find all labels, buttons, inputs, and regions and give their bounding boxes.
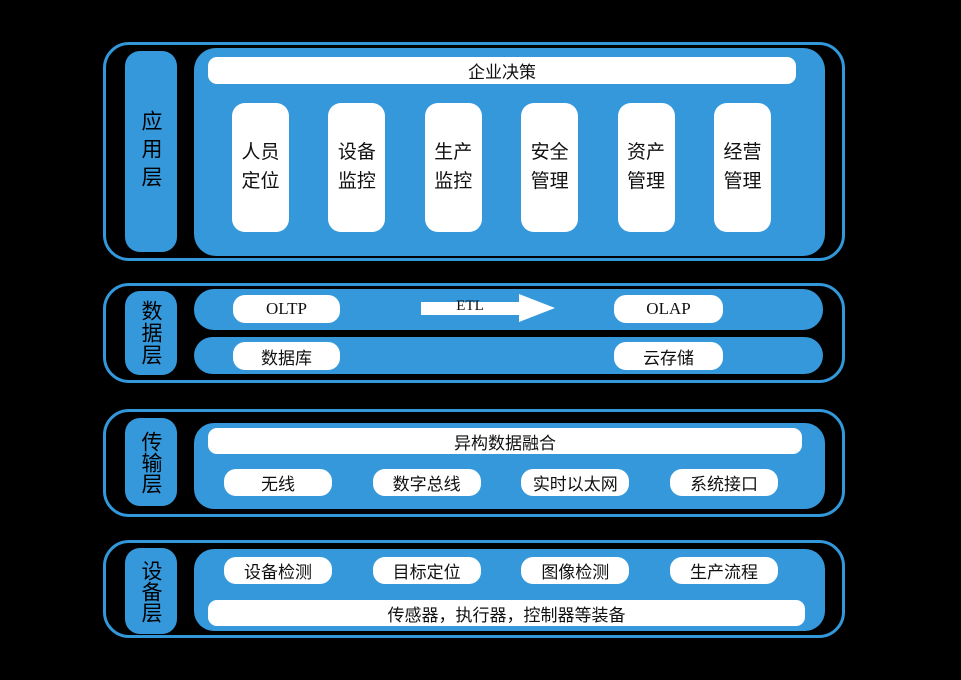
data-layer-row1: OLTP ETL OLAP xyxy=(194,289,823,330)
module-realtime-ethernet: 实时以太网 xyxy=(521,469,630,496)
module-personnel-positioning: 人员 定位 xyxy=(232,103,289,232)
module-asset-management: 资产 管理 xyxy=(617,103,675,232)
module-digital-bus: 数字总线 xyxy=(372,469,481,496)
cloud-storage-box: 云存储 xyxy=(614,342,723,370)
etl-arrow-head xyxy=(519,294,555,322)
data-layer-row2: 数据库 云存储 xyxy=(194,337,823,374)
transmission-layer-label-pill: 传输层 xyxy=(125,418,177,506)
heterogeneous-data-fusion-banner: 异构数据融合 xyxy=(208,428,802,454)
device-layer-label: 设备层 xyxy=(139,559,163,623)
module-system-interface: 系统接口 xyxy=(669,469,778,496)
data-layer-label-pill: 数据层 xyxy=(125,291,177,375)
module-target-positioning: 目标定位 xyxy=(372,557,481,584)
oltp-box: OLTP xyxy=(233,295,340,323)
data-layer-label: 数据层 xyxy=(139,300,163,366)
transmission-modules-row: 无线 数字总线 实时以太网 系统接口 xyxy=(194,469,825,496)
module-wireless: 无线 xyxy=(224,469,332,496)
device-layer-label-pill: 设备层 xyxy=(125,548,177,634)
module-safety-management: 安全 管理 xyxy=(521,103,579,232)
module-production-monitoring: 生产 监控 xyxy=(424,103,482,232)
etl-arrow-label: ETL xyxy=(456,298,484,314)
etl-arrow-body xyxy=(421,302,519,315)
application-layer: 应用层 企业决策 人员 定位 设备 监控 生产 监控 安全 管理 资产 管理 经… xyxy=(103,42,845,261)
olap-box: OLAP xyxy=(614,295,723,323)
device-modules-row: 设备检测 目标定位 图像检测 生产流程 xyxy=(194,557,825,584)
application-layer-label-pill: 应用层 xyxy=(125,51,177,252)
application-modules-row: 人员 定位 设备 监控 生产 监控 安全 管理 资产 管理 经营 管理 xyxy=(194,103,825,232)
sensors-actuators-banner: 传感器，执行器，控制器等装备 xyxy=(208,600,805,626)
transmission-layer: 传输层 异构数据融合 无线 数字总线 实时以太网 系统接口 xyxy=(103,409,845,517)
module-equipment-detection: 设备检测 xyxy=(224,557,332,584)
application-layer-panel: 企业决策 人员 定位 设备 监控 生产 监控 安全 管理 资产 管理 经营 管理 xyxy=(194,48,825,256)
transmission-layer-label: 传输层 xyxy=(139,430,163,494)
enterprise-decision-banner: 企业决策 xyxy=(208,57,796,84)
application-layer-label: 应用层 xyxy=(139,109,163,194)
device-layer-panel: 设备检测 目标定位 图像检测 生产流程 传感器，执行器，控制器等装备 xyxy=(194,549,825,631)
device-layer: 设备层 设备检测 目标定位 图像检测 生产流程 传感器，执行器，控制器等装备 xyxy=(103,540,845,638)
etl-arrow-icon: ETL xyxy=(421,294,555,322)
data-layer: 数据层 OLTP ETL OLAP 数据库 云存储 xyxy=(103,283,845,383)
module-production-process: 生产流程 xyxy=(669,557,778,584)
module-operation-management: 经营 管理 xyxy=(713,103,771,232)
module-equipment-monitoring: 设备 监控 xyxy=(328,103,386,232)
module-image-detection: 图像检测 xyxy=(521,557,630,584)
database-box: 数据库 xyxy=(233,342,340,370)
transmission-layer-panel: 异构数据融合 无线 数字总线 实时以太网 系统接口 xyxy=(194,423,825,509)
